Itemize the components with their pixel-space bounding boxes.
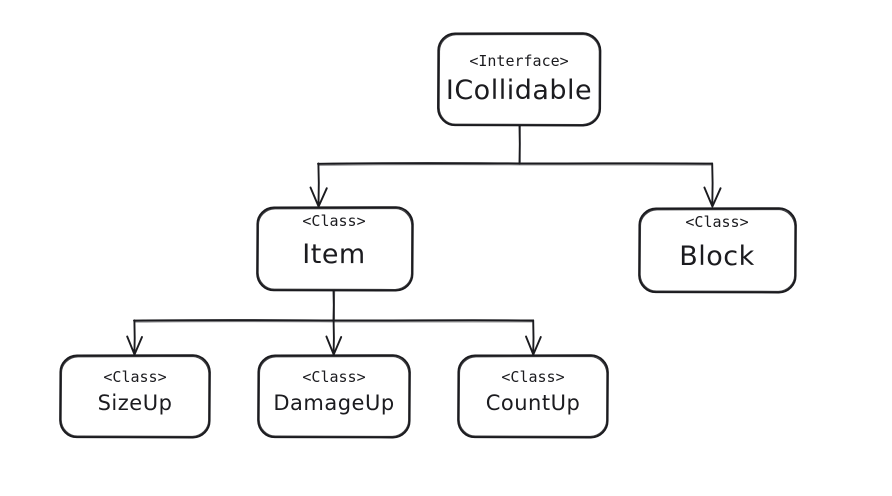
node-icollidable-box-pass2: [438, 33, 601, 126]
node-item-box: [256, 206, 414, 292]
node-icollidable[interactable]: <Interface> ICollidable: [437, 32, 602, 127]
node-damageup-box-pass2: [258, 355, 410, 438]
node-item-name: Item: [302, 239, 365, 270]
node-damageup-name: DamageUp: [273, 391, 394, 415]
node-block-stereotype: <Class>: [685, 213, 748, 231]
node-sizeup-stereotype: <Class>: [103, 368, 166, 386]
node-countup-box-pass2: [458, 355, 608, 438]
node-icollidable-box: [437, 32, 602, 127]
node-icollidable-name: ICollidable: [446, 75, 592, 106]
node-item-box-pass2: [257, 207, 413, 291]
edge-group-item-subclasses: [126, 289, 542, 356]
edge-bus-tier1-pass2: [318, 164, 712, 166]
edge-bus-tier1: [317, 162, 713, 165]
node-damageup-stereotype: <Class>: [302, 368, 365, 386]
node-block[interactable]: <Class> Block: [638, 207, 797, 294]
node-icollidable-stereotype: <Interface>: [469, 52, 568, 70]
node-block-box-pass2: [639, 208, 796, 293]
node-sizeup-name: SizeUp: [98, 391, 173, 415]
node-countup-stereotype: <Class>: [501, 368, 564, 386]
arrowhead-block: [703, 186, 722, 208]
node-block-box: [638, 207, 797, 294]
node-countup[interactable]: <Class> CountUp: [457, 354, 609, 439]
node-countup-box: [457, 354, 609, 439]
node-damageup-box: [257, 354, 411, 439]
node-item-stereotype: <Class>: [302, 212, 365, 230]
node-damageup[interactable]: <Class> DamageUp: [257, 354, 411, 439]
node-countup-name: CountUp: [486, 391, 581, 415]
node-block-name: Block: [679, 241, 755, 272]
node-sizeup-box-pass2: [60, 355, 210, 438]
node-sizeup-box: [59, 354, 211, 439]
node-item[interactable]: <Class> Item: [256, 206, 414, 292]
node-sizeup[interactable]: <Class> SizeUp: [59, 354, 211, 439]
edge-group-interface-implementations: [309, 124, 722, 208]
